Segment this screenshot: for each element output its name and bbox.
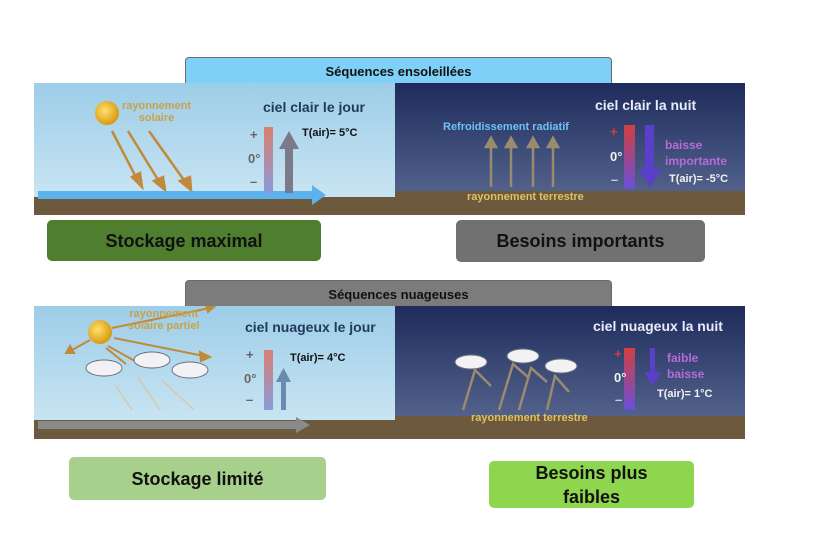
air-temperature: T(air)= 5°C: [302, 127, 358, 139]
cloudy-sequences-header: Séquences nuageuses: [185, 280, 612, 306]
cloudy-scale-minus: –: [246, 392, 254, 407]
large-drop-label-line1: baisse: [665, 138, 703, 152]
cloudy-night-scale-minus: –: [615, 392, 623, 407]
result-lower-needs-line2: faibles: [562, 486, 621, 507]
partial-solar-label-line1: rayonnement: [129, 308, 199, 320]
night-scale-minus: –: [611, 172, 619, 187]
small-drop-label: faible baisse: [667, 350, 704, 382]
sunny-night-scene: ciel clair la nuit Refroidissement radia…: [395, 83, 745, 215]
radiative-cooling-label: Refroidissement radiatif: [443, 121, 569, 133]
solar-radiation-label-line2: solaire: [138, 112, 175, 124]
result-limited-storage: Stockage limité: [69, 457, 326, 500]
scale-zero: 0°: [248, 151, 261, 166]
sunny-day-illustration: [34, 83, 396, 215]
small-drop-label-line2: baisse: [667, 367, 705, 381]
cloudy-night-scale-plus: +: [614, 346, 622, 361]
scale-plus: +: [250, 127, 258, 142]
sunny-night-illustration: [395, 83, 745, 215]
thermometer-cloudy-night-icon: [624, 348, 635, 410]
cloudy-night-scale-zero: 0°: [614, 370, 627, 385]
night-scale-plus: +: [610, 124, 618, 139]
night-air-temperature: T(air)= -5°C: [669, 173, 729, 185]
cloudy-night-title: ciel nuageux la nuit: [593, 318, 723, 334]
partial-solar-label: rayonnement solaire partiel: [128, 308, 200, 332]
terrestrial-radiation-label: rayonnement terrestre: [467, 191, 584, 203]
thermometer-night-icon: [624, 125, 635, 189]
scale-minus: –: [250, 174, 258, 189]
sunny-sequences-header: Séquences ensoleillées: [185, 57, 612, 83]
thermometer-cloudy-icon: [264, 350, 273, 410]
cloudy-air-temperature: T(air)= 4°C: [290, 352, 346, 364]
solar-radiation-label: rayonnement solaire: [122, 100, 191, 124]
large-drop-label: baisse importante: [665, 137, 727, 169]
result-lower-needs-line1: Besoins plus: [535, 462, 648, 483]
cloudy-scale-zero: 0°: [244, 371, 257, 386]
cloudy-terrestrial-label: rayonnement terrestre: [471, 412, 588, 424]
clear-night-title: ciel clair la nuit: [595, 97, 697, 113]
result-high-needs: Besoins importants: [456, 220, 705, 262]
night-scale-zero: 0°: [610, 149, 623, 164]
result-max-storage: Stockage maximal: [47, 220, 321, 261]
partial-solar-label-line2: solaire partiel: [128, 320, 200, 332]
cloud-icons: [85, 351, 209, 379]
sunny-day-scene: rayonnement solaire ciel clair le jour +…: [34, 83, 396, 215]
result-lower-needs: Besoins plus faibles: [489, 461, 694, 508]
cloudy-night-scene: ciel nuageux la nuit rayonnement terrest…: [395, 306, 745, 439]
thermometer-icon: [264, 127, 273, 193]
cloudy-scale-plus: +: [246, 347, 254, 362]
sun-partial-icon: [88, 320, 112, 344]
cloudy-day-title: ciel nuageux le jour: [245, 319, 376, 335]
cloudy-day-illustration: [34, 306, 396, 439]
cloudy-day-scene: rayonnement solaire partiel ciel nuageux…: [34, 306, 396, 439]
cloudy-night-air-temperature: T(air)= 1°C: [657, 388, 713, 400]
sun-icon: [95, 101, 119, 125]
small-drop-label-line1: faible: [667, 351, 699, 365]
clear-day-title: ciel clair le jour: [263, 99, 365, 115]
cloudy-night-illustration: [395, 306, 745, 439]
solar-radiation-label-line1: rayonnement: [122, 100, 192, 112]
large-drop-label-line2: importante: [665, 154, 728, 168]
